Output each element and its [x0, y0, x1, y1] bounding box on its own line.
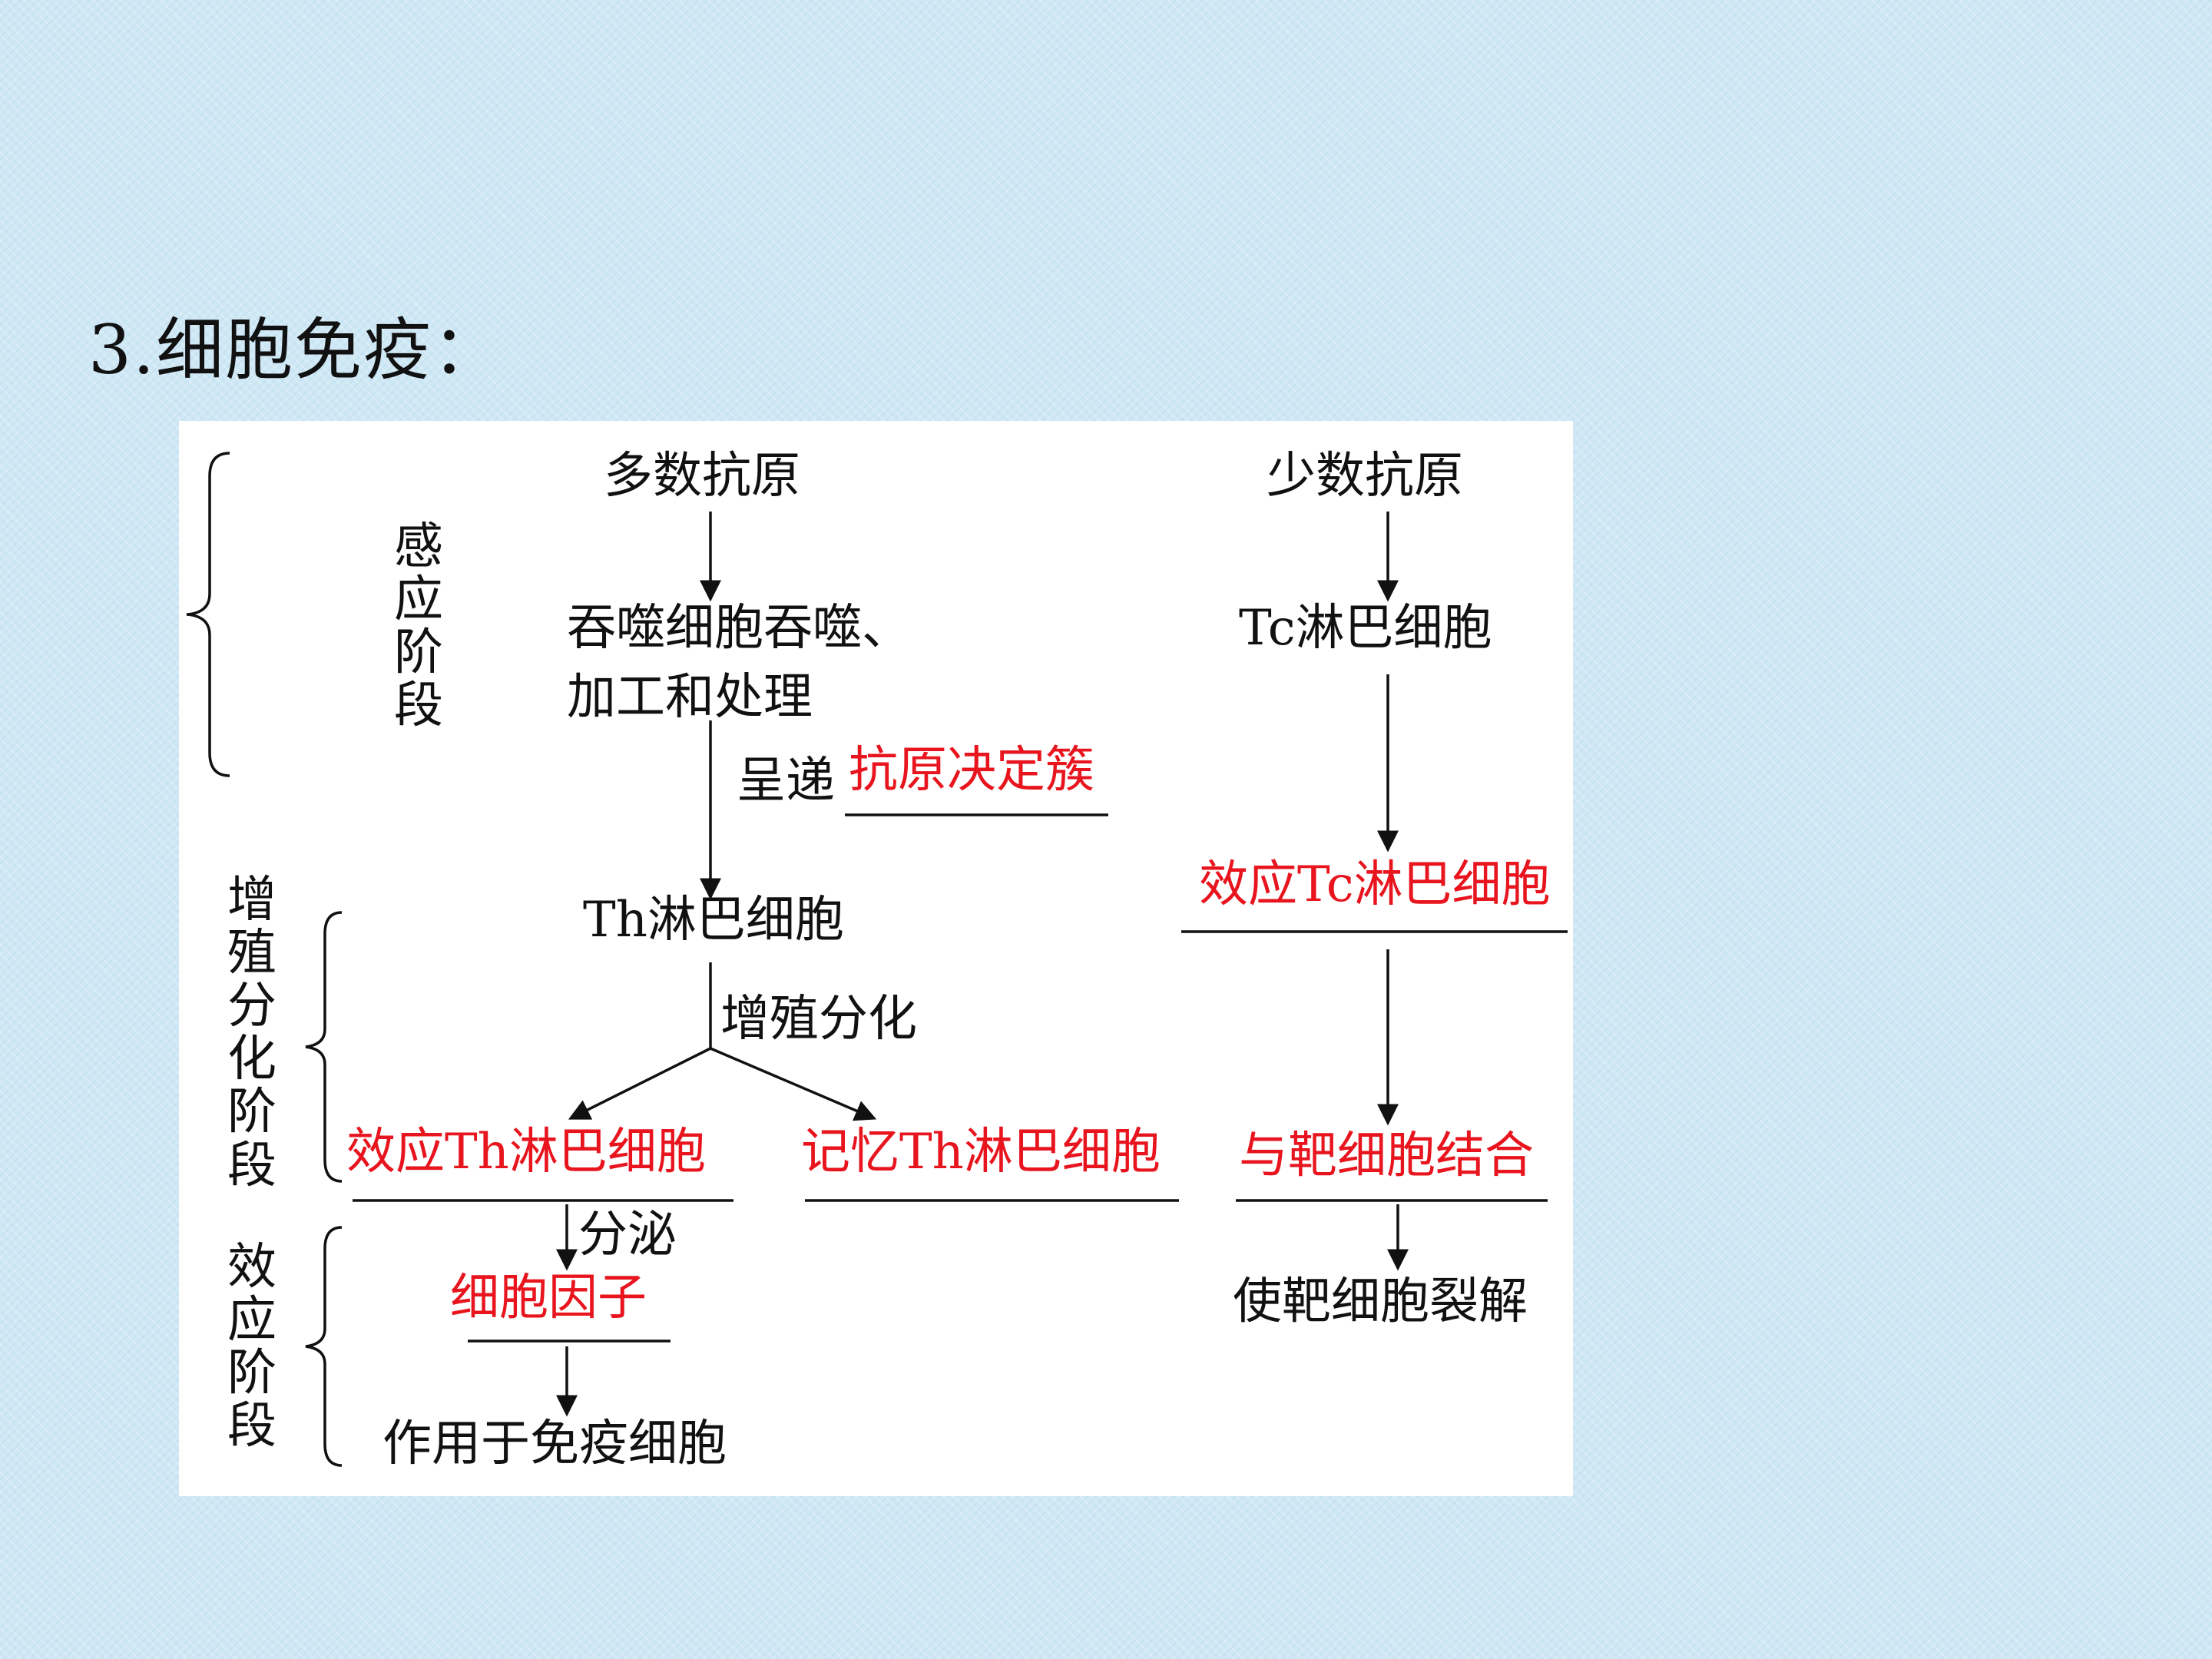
arrow-split-to-memory-th	[710, 1047, 877, 1121]
brace-effector	[305, 1226, 343, 1467]
stage-label-proliferation: 增殖分化阶段	[227, 872, 276, 1194]
node-phagocyte-line1: 吞噬细胞吞噬、	[567, 600, 911, 657]
immune-flow-diagram: 感应阶段 增殖分化阶段 效应阶段 多数抗原 吞噬细胞吞噬、 加工和处理 呈递 抗…	[179, 421, 1573, 1496]
answer-effector-th: 效应Th淋巴细胞	[346, 1124, 706, 1181]
stage-label-effector: 效应阶段	[227, 1239, 276, 1455]
brace-induction	[186, 452, 230, 777]
node-most-antigens: 多数抗原	[604, 448, 800, 505]
answer-memory-th: 记忆Th淋巴细胞	[801, 1124, 1161, 1181]
edge-label-secrete: 分泌	[578, 1207, 677, 1263]
slide-title: 3.细胞免疫：	[88, 310, 502, 389]
node-th-cell: Th淋巴细胞	[583, 892, 844, 949]
node-tc-cell: Tc淋巴细胞	[1239, 600, 1492, 657]
node-few-antigens: 少数抗原	[1267, 448, 1463, 505]
edge-label-present: 呈递	[737, 753, 835, 810]
brace-proliferation	[305, 911, 343, 1183]
answer-cytokine: 细胞因子	[450, 1270, 647, 1326]
arrow-split-to-effector-th	[568, 1047, 711, 1120]
stage-label-induction: 感应阶段	[394, 518, 443, 735]
answer-antigen-determinant: 抗原决定簇	[849, 742, 1094, 799]
answer-bind-target: 与靶细胞结合	[1239, 1128, 1534, 1184]
diagram-connectors	[186, 452, 1568, 1467]
node-act-on-immune: 作用于免疫细胞	[382, 1416, 727, 1472]
edge-label-proliferate: 增殖分化	[720, 991, 917, 1048]
answer-effector-tc: 效应Tc淋巴细胞	[1199, 856, 1551, 913]
node-phagocyte-line2: 加工和处理	[567, 669, 813, 726]
node-lyse-target: 使靶细胞裂解	[1233, 1273, 1528, 1330]
